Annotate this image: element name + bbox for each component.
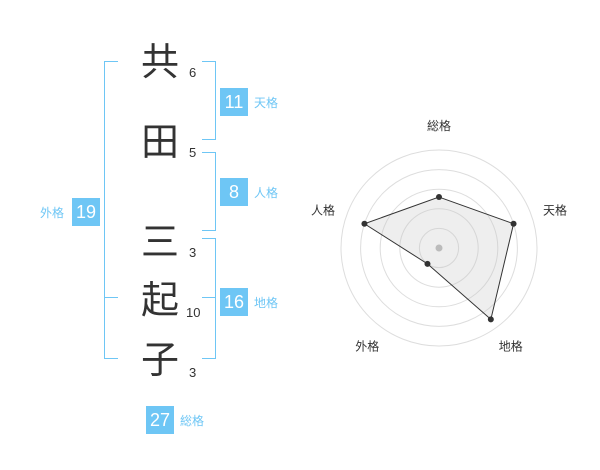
radar-grid-ring: [379, 188, 499, 308]
stroke-count-5: 3: [189, 365, 197, 380]
radar-axis-label-1: 総格: [427, 118, 451, 133]
tenkaku-label: 天格: [254, 96, 279, 110]
stroke-count-1: 6: [189, 65, 197, 80]
name-char-2: 田: [140, 120, 179, 164]
chikaku-bracket-tick: [202, 297, 216, 298]
gaikaku-bracket-tick: [104, 297, 118, 298]
radar-center-dot: [435, 244, 443, 252]
radar-series-area: [363, 196, 515, 321]
radar-axis-label-4: 外格: [355, 339, 379, 354]
radar-point-5: [361, 220, 368, 227]
radar-grid-ring: [340, 149, 538, 347]
stroke-count-2: 5: [189, 145, 197, 160]
radar-grid-ring: [360, 169, 518, 327]
jinkaku-label: 人格: [254, 186, 279, 200]
radar-point-3: [487, 316, 494, 323]
jinkaku-bracket: [202, 152, 216, 231]
radar-grid-ring: [418, 227, 460, 269]
name-char-4: 起: [140, 278, 179, 322]
gaikaku-label: 外格: [40, 206, 65, 220]
radar-axis-label-2: 天格: [543, 202, 567, 217]
radar-point-4: [424, 260, 431, 267]
chikaku-badge: 16: [220, 288, 248, 316]
soukaku-badge: 27: [146, 406, 174, 434]
name-char-3: 三: [140, 220, 179, 264]
radar-axis-label-5: 人格: [311, 202, 335, 217]
name-char-5: 子: [140, 338, 179, 382]
radar-grid-ring: [399, 208, 479, 288]
stroke-count-3: 3: [189, 245, 197, 260]
radar-point-1: [436, 194, 442, 201]
chikaku-bracket: [202, 238, 216, 359]
gaikaku-badge: 19: [72, 198, 100, 226]
chikaku-label: 地格: [254, 296, 279, 310]
name-char-1: 共: [140, 40, 179, 84]
stroke-count-4: 10: [186, 305, 201, 320]
soukaku-label: 総格: [180, 414, 205, 428]
gaikaku-bracket: [104, 61, 118, 359]
tenkaku-bracket: [202, 61, 216, 140]
radar-axis-label-3: 地格: [499, 339, 523, 354]
tenkaku-badge: 11: [220, 88, 248, 116]
radar-point-2: [510, 220, 517, 227]
jinkaku-badge: 8: [220, 178, 248, 206]
